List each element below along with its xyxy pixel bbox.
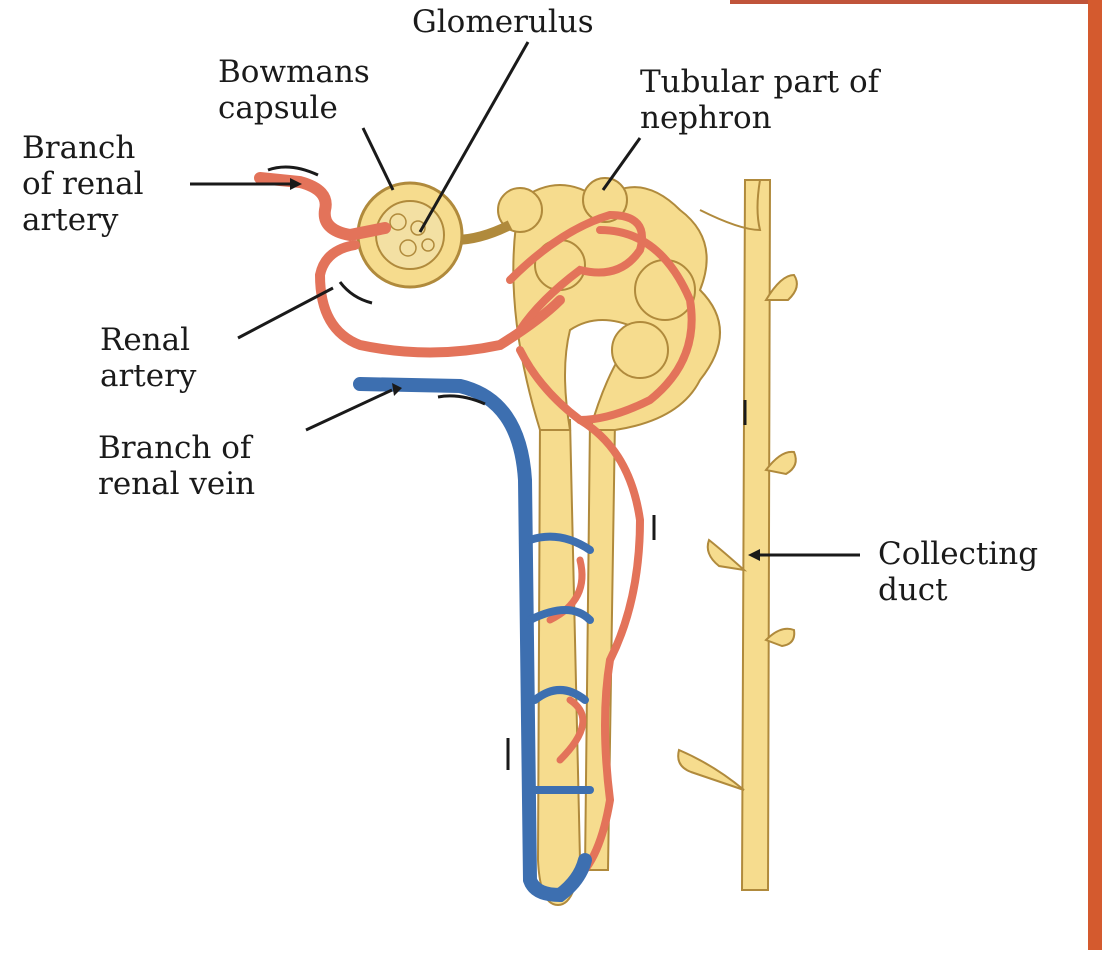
label-branch-renal-vein: Branch of renal vein [98, 430, 255, 502]
label-line: Branch of [98, 430, 255, 466]
leader-bowmans [363, 128, 393, 190]
label-line: Tubular part of [640, 64, 879, 100]
label-line: nephron [640, 100, 879, 136]
label-line: Glomerulus [412, 4, 594, 40]
label-collecting-duct: Collecting duct [878, 536, 1038, 608]
label-bowmans-capsule: Bowmans capsule [218, 54, 370, 126]
label-line: capsule [218, 90, 370, 126]
label-line: renal vein [98, 466, 255, 502]
leader-branch-vein [306, 390, 392, 430]
label-line: artery [100, 358, 196, 394]
label-line: artery [22, 202, 144, 238]
label-renal-artery: Renal artery [100, 322, 196, 394]
top-bar [730, 0, 1088, 4]
label-line: duct [878, 572, 1038, 608]
label-line: Collecting [878, 536, 1038, 572]
leader-renal-artery [238, 288, 333, 338]
label-tubular-part: Tubular part of nephron [640, 64, 879, 136]
leader-tubular [603, 138, 640, 190]
label-glomerulus: Glomerulus [412, 4, 594, 40]
label-line: Branch [22, 130, 144, 166]
label-line: of renal [22, 166, 144, 202]
side-bar [1088, 0, 1102, 950]
label-line: Bowmans [218, 54, 370, 90]
label-line: Renal [100, 322, 196, 358]
label-branch-renal-artery: Branch of renal artery [22, 130, 144, 238]
